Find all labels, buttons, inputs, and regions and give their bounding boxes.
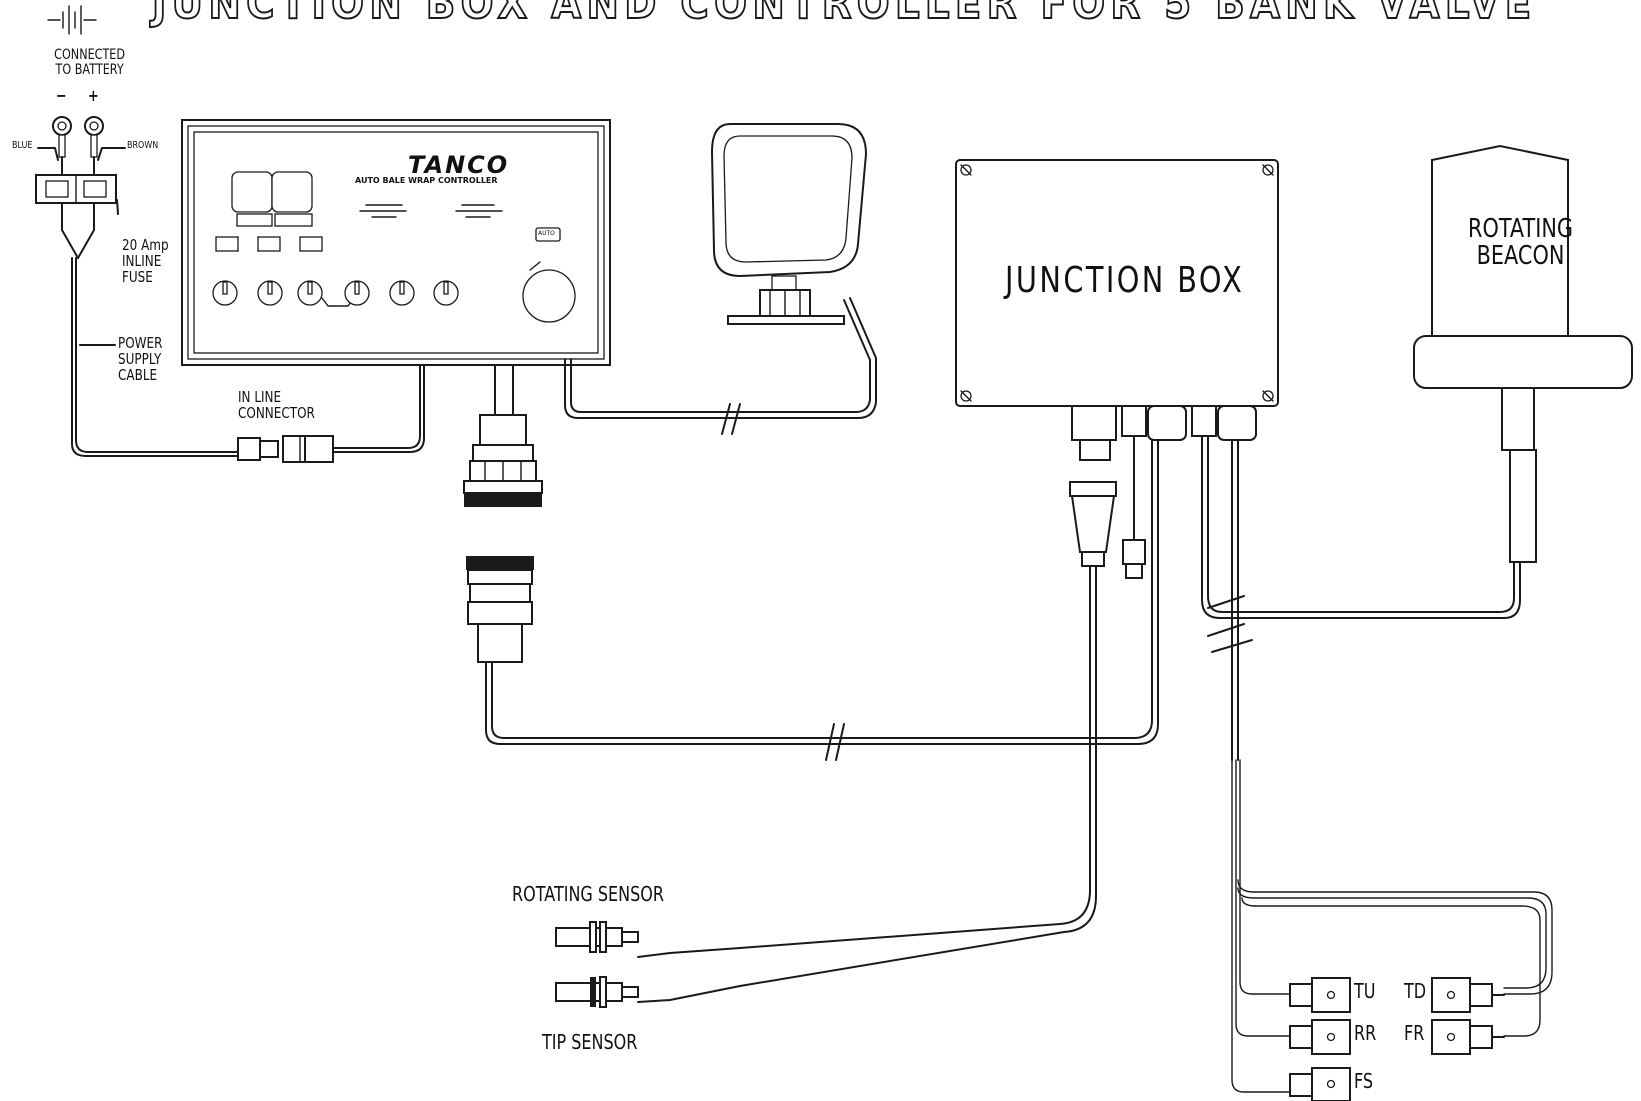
valve-connectors	[1491, 994, 1505, 1038]
rotating-sensor	[555, 921, 639, 953]
valve-tu-label: TU	[1354, 979, 1376, 1003]
harness-socket	[466, 556, 534, 663]
valve-fs	[1289, 1067, 1351, 1101]
controller-subtitle: AUTO BALE WRAP CONTROLLER	[355, 176, 498, 185]
tip-sensor	[555, 976, 639, 1008]
tip-sensor-label: TIP SENSOR	[542, 1030, 638, 1054]
brown-leader	[97, 147, 126, 161]
blue-label: BLUE	[12, 140, 33, 151]
beacon-cable	[1201, 435, 1521, 619]
plus-label: +	[88, 86, 99, 105]
power-cable-label: POWER SUPPLY CABLE	[118, 334, 163, 384]
controller-unit	[181, 119, 611, 366]
diagram-title: JUNCTION BOX AND CONTROLLER FOR 5 BANK V…	[151, 0, 1537, 30]
harness-cable	[485, 439, 1159, 745]
valve-harness-break	[1211, 639, 1253, 653]
inline-connector-label-line1: IN LINE	[238, 388, 282, 406]
fuse-label-line1: 20 Amp	[122, 236, 169, 254]
blue-wire	[61, 156, 79, 259]
valve-harness-wires	[1231, 759, 1553, 1093]
valve-harness	[1231, 439, 1239, 761]
fuse-label: 20 Amp INLINE FUSE	[122, 236, 169, 286]
battery-label-line2: TO BATTERY	[55, 61, 124, 78]
harness-break-mark	[825, 723, 845, 761]
beacon-label: ROTATING BEACON	[1468, 214, 1574, 272]
beacon-label-line2: BEACON	[1476, 241, 1565, 272]
inline-connector-label-line2: CONNECTOR	[238, 403, 315, 422]
junction-box	[955, 159, 1279, 407]
valve-fr-label: FR	[1404, 1021, 1425, 1045]
minus-label: −	[56, 86, 67, 105]
small-connector	[1122, 539, 1146, 579]
battery-label: CONNECTED TO BATTERY	[48, 48, 131, 77]
brown-label: BROWN	[127, 140, 159, 151]
battery-symbol	[47, 5, 97, 35]
beacon-label-line1: ROTATING	[1468, 214, 1574, 244]
valve-fs-label: FS	[1354, 1069, 1374, 1093]
display-monitor	[710, 123, 868, 325]
power-supply-cable	[71, 257, 239, 457]
controller-cable-stub	[494, 364, 514, 416]
battery-label-line1: CONNECTED	[54, 47, 126, 63]
power-cable-label-line2: SUPPLY	[118, 349, 162, 368]
power-cable-label-line1: POWER	[118, 334, 163, 352]
rotating-beacon	[1413, 144, 1633, 563]
rotating-sensor-label: ROTATING SENSOR	[512, 882, 664, 906]
power-cable-label-line3: CABLE	[118, 365, 158, 384]
display-break-mark	[721, 403, 741, 435]
fuse-label-line3: FUSE	[122, 267, 153, 286]
display-cable	[564, 297, 877, 419]
valve-fr	[1431, 1019, 1493, 1055]
sensor-harness	[637, 565, 1097, 1003]
controller-plug	[463, 414, 543, 507]
controller-power-cable	[332, 364, 425, 453]
fuse-leader	[116, 199, 119, 215]
valve-rr-label: RR	[1354, 1021, 1377, 1045]
valve-rr	[1289, 1019, 1351, 1055]
valve-td	[1431, 977, 1493, 1013]
fuse-holder	[35, 174, 117, 204]
junction-box-label: JUNCTION BOX	[1005, 260, 1245, 301]
valve-tu	[1289, 977, 1351, 1013]
controller-knobs	[212, 261, 576, 323]
blue-leader	[37, 147, 59, 161]
inline-connector-label: IN LINE CONNECTOR	[238, 388, 315, 422]
fuse-label-line2: INLINE	[122, 251, 162, 270]
controller-brand: TANCO	[408, 151, 510, 179]
inline-connector	[237, 435, 334, 463]
brown-wire	[77, 156, 95, 259]
sensor-plug	[1069, 481, 1117, 567]
junction-box-glands	[1071, 405, 1257, 461]
valve-td-label: TD	[1404, 979, 1427, 1003]
controller-auto-button: AUTO	[538, 230, 555, 237]
battery-terminals	[52, 116, 104, 158]
